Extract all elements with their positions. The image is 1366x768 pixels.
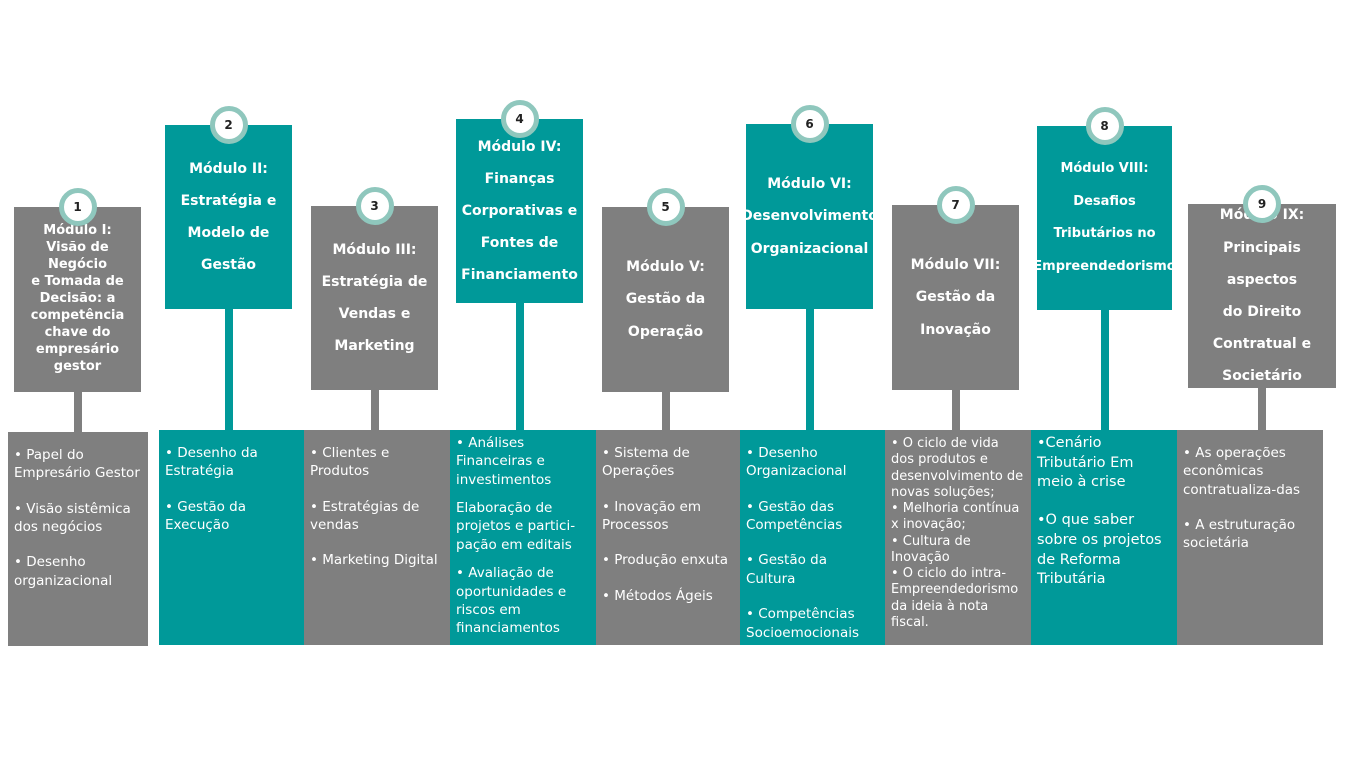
module-title-box: Módulo IV: Finanças Corporativas e Fonte… (456, 119, 583, 303)
module-topic-item: • Sistema de Operações (602, 445, 690, 480)
module-topic-item: • O ciclo do intra-Empreendedorismo da i… (891, 566, 1019, 630)
module-topic-item: • Competências Socioemocionais (746, 606, 860, 641)
module-number-badge: 7 (936, 186, 975, 224)
module-number-badge: 8 (1085, 107, 1124, 145)
module-title-box: Módulo VIII: Desafios Tributários no Emp… (1033, 126, 1176, 310)
module-topic-item: • Gestão das Competências (746, 498, 843, 534)
module-topics-box: • Desenho Organizacional • Gestão das Com… (740, 430, 885, 645)
module-connector-line (224, 309, 233, 430)
module-topic-item: • Inovação em Processos (602, 498, 702, 534)
module-title-box: Módulo IX: Principais aspectos do Direit… (1188, 204, 1336, 388)
module-topic-item: • Gestão da Execução (165, 498, 247, 534)
module-topic-item: • A estruturação societária (1183, 517, 1296, 552)
module-topics-box: • As operações econômicas contratualiza-… (1177, 430, 1323, 645)
module-number-badge: 9 (1243, 185, 1281, 223)
module-topics-box: • O ciclo de vida dos produtos e desenvo… (885, 430, 1031, 645)
module-topics-list: • O ciclo de vida dos produtos e desenvo… (891, 436, 1025, 631)
module-number-badge: 4 (500, 100, 539, 138)
module-topics-list: • Papel do Empresário Gestor • Visão sist… (14, 446, 142, 590)
module-topic-item: •O que saber sobre os projetos de Reform… (1037, 512, 1162, 588)
module-number-badge: 1 (58, 188, 97, 226)
module-topics-list: •Cenário Tributário Em meio à crise •O qu… (1037, 434, 1172, 590)
module-title-box: Módulo VII: Gestão da Inovação (892, 205, 1019, 390)
module-topics-box: • Clientes e Produtos • Estratégias de ve… (304, 430, 450, 645)
module-title-box: Módulo III: Estratégia de Vendas e Marke… (311, 206, 438, 390)
module-topic-item: • Desenho da Estratégia (165, 445, 258, 480)
module-topic-item: • Produção enxuta (602, 552, 729, 569)
module-topic-item: • Papel do Empresário Gestor (14, 447, 140, 482)
module-number-badge: 2 (209, 106, 248, 144)
module-connector-line (1258, 388, 1266, 430)
module-topic-item: • Gestão da Cultura (746, 552, 828, 587)
module-connector-line (805, 309, 814, 430)
module-topic-item: Elaboração de projetos e partici-pação e… (456, 500, 576, 553)
module-topics-box: • Sistema de Operações • Inovação em Proc… (596, 430, 741, 645)
module-connector-line (661, 392, 670, 430)
module-topic-item: • Marketing Digital (310, 552, 438, 569)
module-topic-item: • Desenho Organizacional (746, 445, 847, 480)
module-topics-box: •Cenário Tributário Em meio à crise •O qu… (1031, 430, 1178, 645)
module-connector-line (73, 392, 82, 432)
module-topic-item: • As operações econômicas contratualiza-… (1183, 445, 1301, 498)
module-title-box: Módulo V: Gestão da Operação (602, 207, 729, 392)
module-topic-item: • Clientes e Produtos (310, 445, 390, 480)
module-connector-line (515, 303, 524, 430)
module-topic-item: •Cenário Tributário Em meio à crise (1037, 435, 1134, 491)
module-topic-item: • Visão sistêmica dos negócios (14, 500, 131, 536)
module-topic-item: • Avaliação de oportunidades e riscos em… (456, 565, 567, 637)
module-topics-list: • Sistema de Operações • Inovação em Proc… (602, 444, 735, 605)
module-topic-item: • O ciclo de vida dos produtos e desenvo… (891, 436, 1024, 500)
module-topic-item: • Cultura de Inovação (891, 533, 971, 565)
module-connector-line (1100, 310, 1109, 430)
module-title-box: Módulo II: Estratégia e Modelo de Gestão (165, 125, 292, 309)
module-topics-list: • Desenho Organizacional • Gestão das Com… (746, 444, 879, 642)
module-topic-item: • Estratégias de vendas (310, 498, 420, 534)
module-topic-item: • Análises Financeiras e investimentos (456, 435, 552, 488)
module-topics-list: • Clientes e Produtos • Estratégias de ve… (310, 444, 444, 570)
module-number-badge: 5 (646, 188, 685, 226)
module-number-badge: 6 (790, 105, 829, 143)
module-topics-box: • Desenho da Estratégia • Gestão da Execu… (159, 430, 304, 645)
module-topics-list: • As operações econômicas contratualiza-… (1183, 444, 1317, 553)
module-topic-item: • Métodos Ágeis (602, 587, 713, 604)
module-topic-item: • Desenho organizacional (14, 554, 113, 589)
module-topics-box: • Papel do Empresário Gestor • Visão sist… (8, 432, 148, 646)
module-connector-line (370, 390, 379, 430)
module-connector-line (951, 390, 960, 430)
module-title-box: Módulo I: Visão de Negócio e Tomada de D… (14, 207, 141, 392)
module-topics-list: • Desenho da Estratégia • Gestão da Execu… (165, 444, 298, 534)
module-topic-item: • Melhoria contínua x inovação; (891, 501, 1020, 533)
module-number-badge: 3 (355, 187, 394, 225)
module-title-box: Módulo VI: Desenvolvimento Organizaciona… (741, 124, 878, 309)
